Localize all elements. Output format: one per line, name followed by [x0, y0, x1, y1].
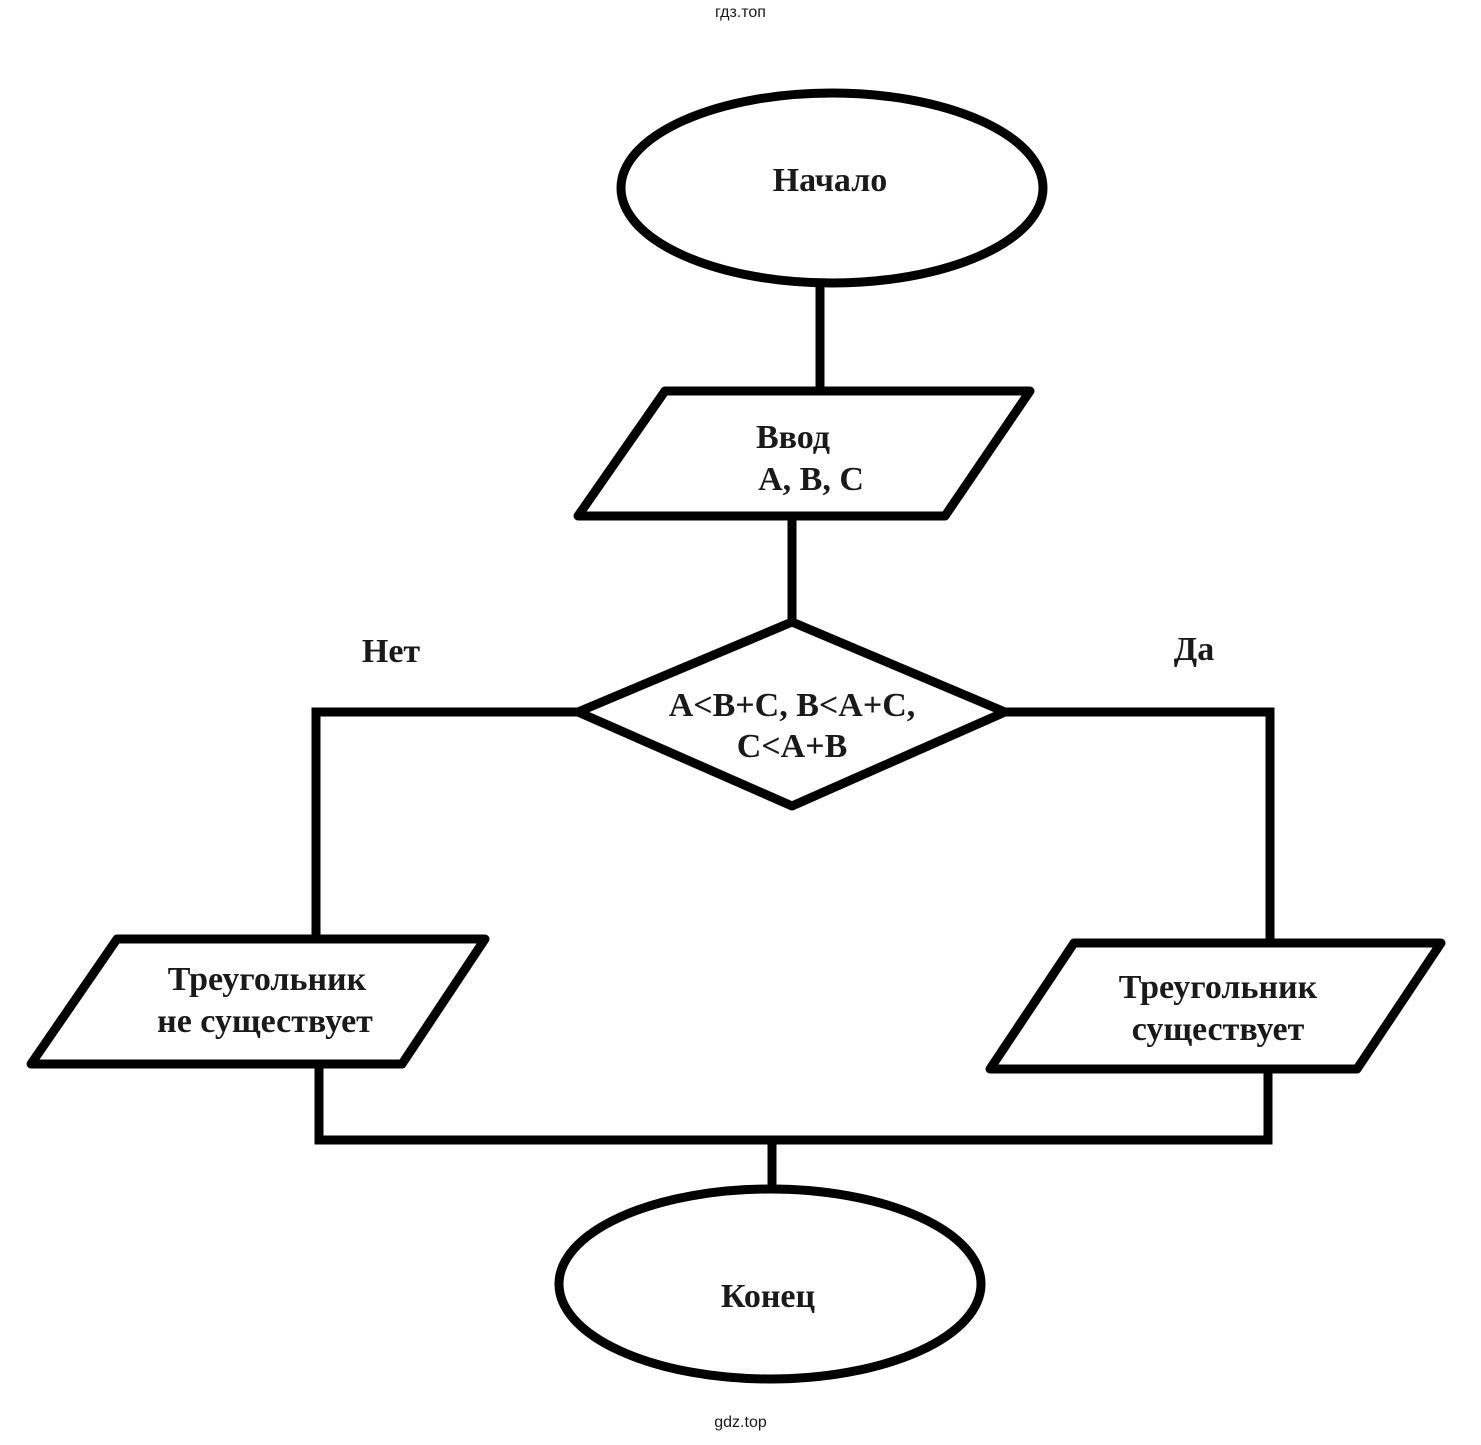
- decision-label-line2: C<A+B: [737, 728, 848, 765]
- branch-yes-label: Да: [1174, 631, 1214, 668]
- watermark-top: гдз.топ: [715, 4, 766, 21]
- input-label-line2: A, B, C: [758, 461, 864, 498]
- decision-block: [573, 617, 1010, 811]
- connectors: [311, 279, 1275, 1193]
- connector-merge: [314, 1061, 1273, 1145]
- connector-decision-no: [311, 707, 583, 943]
- output-yes-label-line1: Треугольник: [1119, 969, 1318, 1006]
- branch-no-label: Нет: [362, 633, 421, 670]
- watermark-bottom: gdz.top: [714, 1414, 767, 1431]
- output-no-label-line1: Треугольник: [168, 961, 367, 998]
- start-label: Начало: [773, 162, 888, 199]
- end-terminal: [554, 1184, 986, 1384]
- output-no-block: [26, 934, 490, 1069]
- decision-label-line1: A<B+C, B<A+C,: [669, 687, 916, 724]
- input-block: [573, 386, 1035, 521]
- input-label-line1: Ввод: [756, 419, 830, 456]
- output-yes-block: [985, 938, 1446, 1074]
- end-label: Конец: [721, 1278, 816, 1315]
- connector-decision-yes: [1000, 707, 1275, 947]
- output-no-label-line2: не существует: [157, 1003, 373, 1040]
- start-terminal: [616, 88, 1048, 288]
- output-yes-label-line2: существует: [1132, 1011, 1305, 1048]
